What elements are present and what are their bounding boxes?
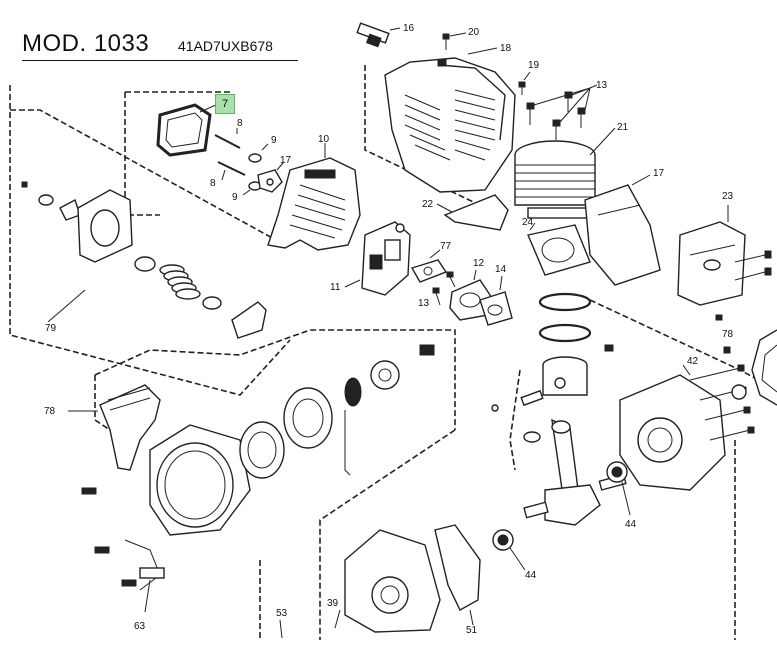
callout-77: 22: [422, 199, 434, 210]
callout-16: 16: [403, 23, 415, 34]
callout-8-upper: 8: [237, 118, 243, 129]
screws-8-9-part: [214, 128, 269, 196]
callout-13-top: 13: [596, 80, 608, 91]
callout-53: 53: [276, 608, 288, 619]
callout-9-lower: 9: [232, 192, 238, 203]
callout-24: 23: [722, 191, 734, 202]
muffler-gasket-part: [584, 174, 661, 286]
muffler-part: [677, 205, 772, 321]
group-boundary-79: [9, 85, 291, 396]
group-boundary-78-left: [94, 375, 111, 431]
gasket-12-part: [410, 249, 448, 283]
cylinder-gasket-part: [527, 222, 591, 276]
plate-77-part: [436, 194, 509, 231]
air-filter-part: [156, 103, 219, 157]
model-code: 41AD7UXB678: [178, 38, 273, 54]
group-boundary-cylinder: [364, 65, 491, 211]
crankcase-right-part: [619, 364, 755, 491]
bearing-44-right-part: [606, 461, 631, 516]
callout-44-left: 44: [525, 570, 537, 581]
airbox-cover-part: [267, 143, 361, 251]
callout-51: 51: [466, 625, 478, 636]
callout-22: 24: [522, 217, 534, 228]
callout-13-lower: 13: [418, 298, 430, 309]
cylinder-part: [514, 127, 616, 219]
recoil-starter-part: [68, 344, 435, 613]
carburetor-part: [344, 221, 411, 296]
callout-78: 78: [44, 406, 56, 417]
callout-11: 11: [330, 282, 341, 293]
group-boundary-79-top: [10, 109, 286, 246]
piston-rings-part: [538, 292, 592, 343]
group-boundary-center: [319, 429, 456, 640]
screw-19-part: [518, 71, 531, 95]
spark-plug-part: [356, 22, 401, 48]
callout-15: 14: [495, 264, 507, 275]
callout-21: 21: [617, 122, 629, 133]
crankcase-left-part: [334, 529, 441, 633]
callout-17: 17: [280, 155, 292, 166]
callout-79: 79: [45, 323, 57, 334]
group-boundary-7: [124, 92, 160, 216]
callout-23: 17: [653, 168, 665, 179]
callout-44-right: 44: [625, 519, 637, 530]
callout-10: 10: [318, 134, 330, 145]
title-underline: [22, 60, 298, 61]
callout-18: 18: [500, 43, 512, 54]
group-boundary-78: [94, 329, 456, 430]
callout-39-right: 42: [687, 356, 699, 367]
screw-20-part: [442, 32, 467, 50]
callout-19: 19: [528, 60, 540, 71]
flywheel-part: [723, 329, 777, 406]
callout-14: 12: [473, 258, 485, 269]
highlighted-part-label[interactable]: 7: [215, 94, 235, 114]
piston-part: [491, 344, 614, 412]
cylinder-bolts-part: [526, 84, 598, 140]
cylinder-shroud-part: [384, 47, 516, 193]
starter-pawl-assembly-part: [21, 181, 267, 339]
callout-39-left: 39: [327, 598, 339, 609]
crankshaft-part: [523, 418, 627, 526]
bracket-17-part: [257, 162, 284, 193]
callout-9-upper: 9: [271, 135, 277, 146]
group-boundary-piston: [509, 369, 521, 471]
callout-12: 77: [440, 241, 452, 252]
model-title: MOD. 1033: [22, 30, 150, 57]
screws-13-lower-part: [432, 271, 456, 306]
bearing-44-left-part: [492, 529, 526, 571]
callout-63: 63: [134, 621, 146, 632]
callout-20: 20: [468, 27, 480, 38]
callout-42: 78: [722, 329, 734, 340]
gasket-15-part: [479, 275, 513, 326]
gasket-51-part: [434, 524, 481, 626]
callout-8-lower: 8: [210, 178, 216, 189]
leader-53: [279, 619, 283, 639]
